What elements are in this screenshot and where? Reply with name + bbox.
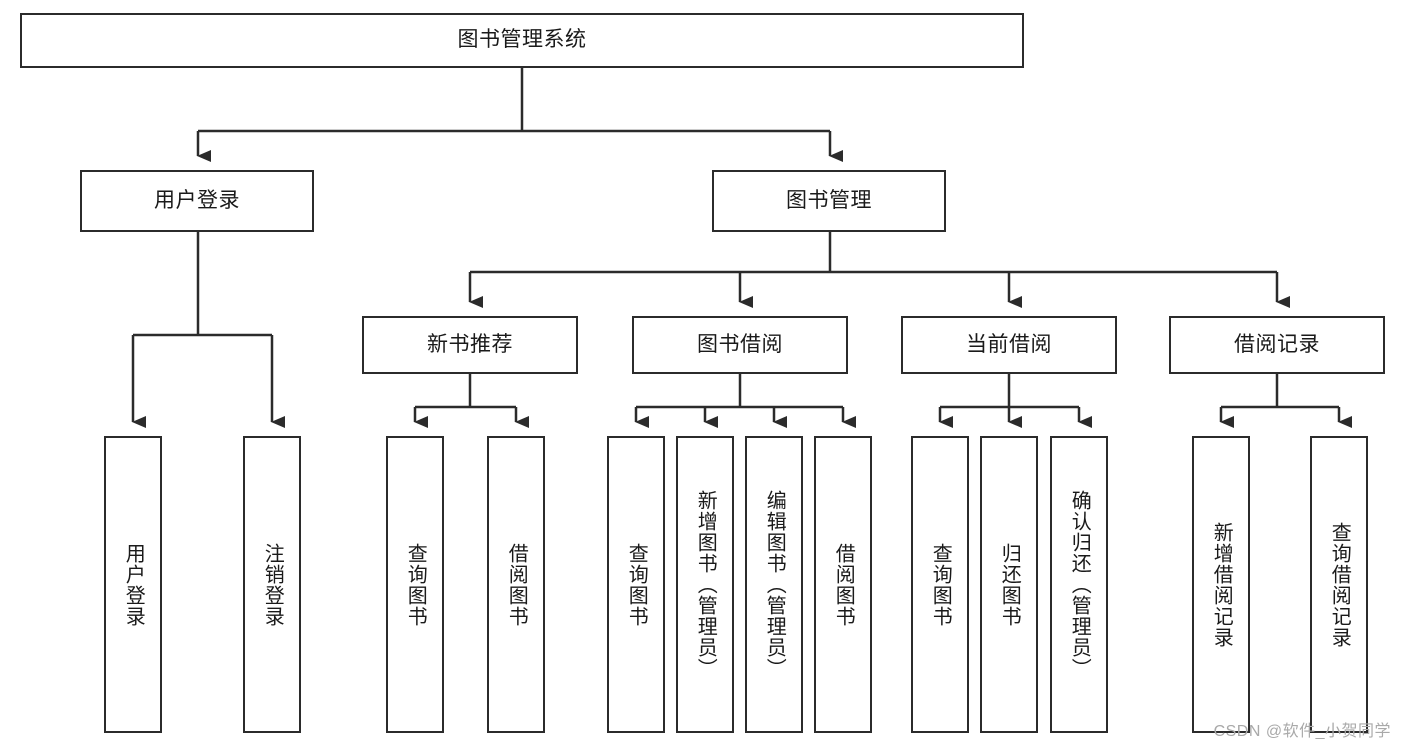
node-leaf-query-borrow-record[interactable]: 查询借阅记录 <box>1310 436 1368 733</box>
node-leaf-query-borrow-record-label: 查询借阅记录 <box>1328 521 1351 648</box>
node-borrow-record-label: 借阅记录 <box>1234 332 1320 356</box>
node-leaf-user-login-label: 用户登录 <box>122 542 145 627</box>
node-leaf-add-borrow-record-label: 新增借阅记录 <box>1210 521 1233 648</box>
node-book-borrow[interactable]: 图书借阅 <box>632 316 848 374</box>
node-leaf-return-book-label: 归还图书 <box>998 542 1021 627</box>
node-leaf-query-book-1-label: 查询图书 <box>404 542 427 627</box>
node-leaf-logout-login[interactable]: 注销登录 <box>243 436 301 733</box>
node-leaf-borrow-book-2-label: 借阅图书 <box>832 542 855 627</box>
node-root-label: 图书管理系统 <box>457 28 587 52</box>
node-leaf-borrow-book-2[interactable]: 借阅图书 <box>814 436 872 733</box>
node-leaf-confirm-return-admin-label: 确认归还（管理员） <box>1068 490 1091 679</box>
node-current-borrow-label: 当前借阅 <box>966 332 1052 356</box>
node-leaf-query-book-3-label: 查询图书 <box>929 542 952 627</box>
node-leaf-query-book-1[interactable]: 查询图书 <box>386 436 444 733</box>
node-leaf-user-login[interactable]: 用户登录 <box>104 436 162 733</box>
node-borrow-record[interactable]: 借阅记录 <box>1169 316 1385 374</box>
node-root[interactable]: 图书管理系统 <box>20 13 1024 68</box>
node-leaf-add-book-admin-label: 新增图书（管理员） <box>694 490 717 679</box>
node-leaf-edit-book-admin-label: 编辑图书（管理员） <box>763 490 786 679</box>
node-new-book-recommend-label: 新书推荐 <box>427 332 513 356</box>
node-leaf-query-book-2[interactable]: 查询图书 <box>607 436 665 733</box>
node-current-borrow[interactable]: 当前借阅 <box>901 316 1117 374</box>
node-new-book-recommend[interactable]: 新书推荐 <box>362 316 578 374</box>
node-leaf-confirm-return-admin[interactable]: 确认归还（管理员） <box>1050 436 1108 733</box>
node-leaf-query-book-3[interactable]: 查询图书 <box>911 436 969 733</box>
node-book-borrow-label: 图书借阅 <box>697 332 783 356</box>
node-leaf-query-book-2-label: 查询图书 <box>625 542 648 627</box>
watermark-text: CSDN @软件_小贺同学 <box>1213 723 1391 740</box>
node-leaf-borrow-book-1[interactable]: 借阅图书 <box>487 436 545 733</box>
node-leaf-logout-login-label: 注销登录 <box>261 542 284 627</box>
node-book-management[interactable]: 图书管理 <box>712 170 946 232</box>
node-leaf-add-borrow-record[interactable]: 新增借阅记录 <box>1192 436 1250 733</box>
node-user-login[interactable]: 用户登录 <box>80 170 314 232</box>
node-user-login-label: 用户登录 <box>154 188 240 212</box>
node-leaf-edit-book-admin[interactable]: 编辑图书（管理员） <box>745 436 803 733</box>
node-leaf-return-book[interactable]: 归还图书 <box>980 436 1038 733</box>
node-book-management-label: 图书管理 <box>786 188 872 212</box>
node-leaf-add-book-admin[interactable]: 新增图书（管理员） <box>676 436 734 733</box>
node-leaf-borrow-book-1-label: 借阅图书 <box>505 542 528 627</box>
